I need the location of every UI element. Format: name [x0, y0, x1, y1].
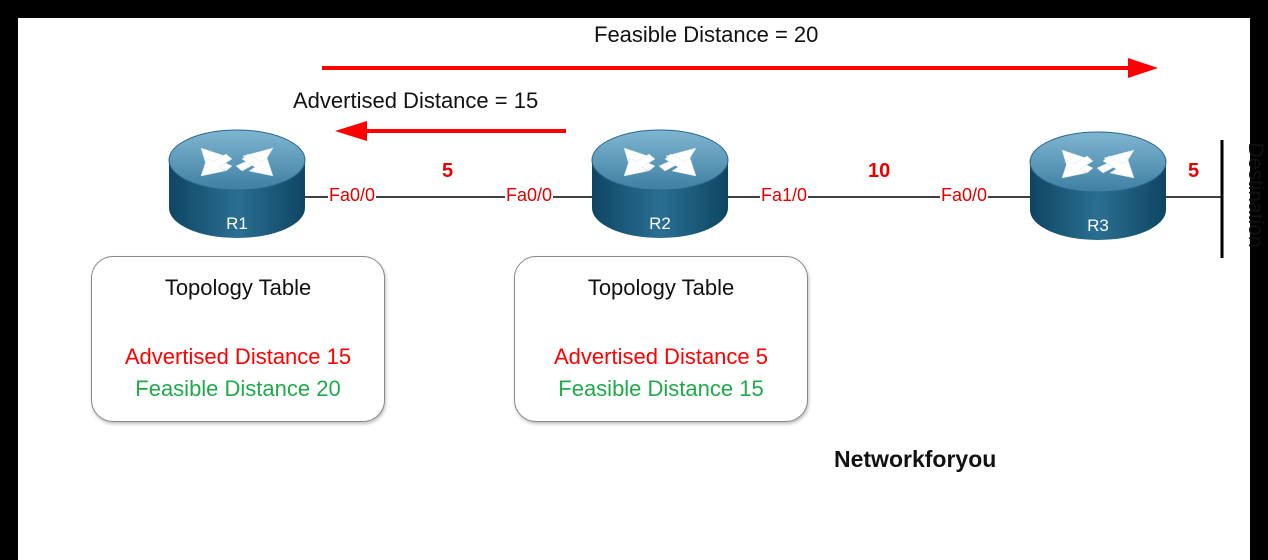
r1-port-fa0-0: Fa0/0 — [328, 185, 377, 206]
r2-port-fa0-0: Fa0/0 — [505, 185, 554, 206]
router-r3-label: R3 — [1087, 216, 1109, 235]
topology-table-r1-title: Topology Table — [164, 275, 312, 300]
router-r2-icon[interactable]: R2 — [591, 129, 729, 238]
feasible-distance-arrow — [322, 58, 1158, 78]
advertised-distance-arrow — [335, 121, 566, 141]
destination-label: Destination — [1244, 142, 1267, 248]
topology-table-r1-advertised: Advertised Distance 15 — [124, 344, 352, 369]
r3-port-fa0-0: Fa0/0 — [940, 185, 989, 206]
router-r3-icon[interactable]: R3 — [1029, 131, 1167, 240]
destination-label-wrap: Destination — [1240, 128, 1268, 268]
link-cost-r3-destination: 5 — [1188, 160, 1200, 182]
link-cost-r2-r3: 10 — [868, 160, 891, 182]
topology-table-r2-feasible: Feasible Distance 15 — [558, 376, 764, 401]
watermark-text: Networkforyou — [834, 446, 997, 472]
topology-table-r1-feasible: Feasible Distance 20 — [135, 376, 341, 401]
router-r1-icon[interactable]: R1 — [168, 129, 306, 238]
topology-table-r1: Topology Table Advertised Distance 15 Fe… — [91, 256, 385, 422]
router-r2-label: R2 — [649, 214, 671, 233]
router-r1-label: R1 — [226, 214, 248, 233]
link-cost-r1-r2: 5 — [442, 160, 454, 182]
feasible-distance-label: Feasible Distance = 20 — [594, 22, 819, 47]
advertised-distance-label: Advertised Distance = 15 — [293, 88, 539, 113]
topology-table-r2-title: Topology Table — [587, 275, 735, 300]
topology-table-r2: Topology Table Advertised Distance 5 Fea… — [514, 256, 808, 422]
r2-port-fa1-0: Fa1/0 — [760, 185, 809, 206]
topology-table-r2-advertised: Advertised Distance 5 — [554, 344, 768, 369]
